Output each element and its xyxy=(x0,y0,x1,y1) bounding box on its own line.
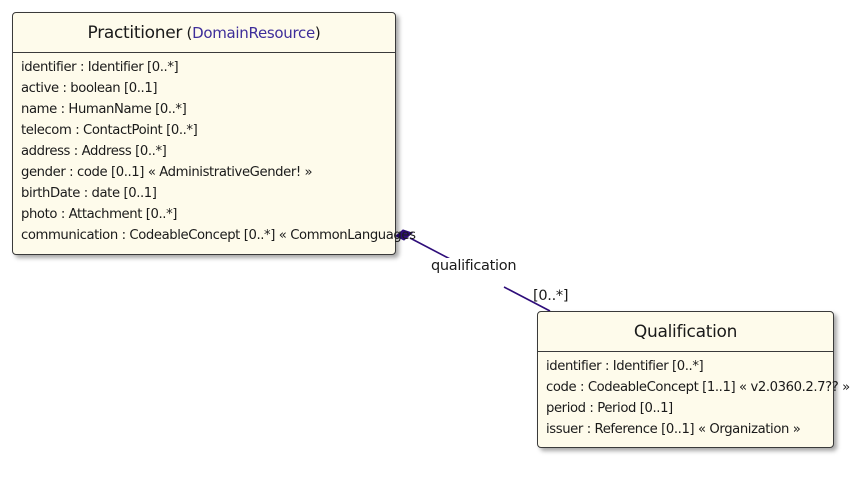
association-name-label: qualification xyxy=(430,258,518,274)
attribute-issuer[interactable]: issuer : Reference [0..1] « Organization… xyxy=(546,422,801,437)
attribute-active[interactable]: active : boolean [0..1] xyxy=(21,81,158,96)
qualification-attributes: identifier : Identifier [0..*] code : Co… xyxy=(538,352,850,440)
qualification-class-name[interactable]: Qualification xyxy=(633,322,738,342)
attribute-gender[interactable]: gender : code [0..1] « AdministrativeGen… xyxy=(21,165,313,180)
stereotype-close-paren: ) xyxy=(314,24,321,42)
stereotype-open-paren: ( xyxy=(182,24,193,42)
attribute-name[interactable]: name : HumanName [0..*] xyxy=(21,102,187,117)
attribute-period[interactable]: period : Period [0..1] xyxy=(546,401,673,416)
attribute-photo[interactable]: photo : Attachment [0..*] xyxy=(21,207,178,222)
practitioner-stereotype: (DomainResource) xyxy=(182,24,321,42)
attribute-telecom[interactable]: telecom : ContactPoint [0..*] xyxy=(21,123,198,138)
attribute-identifier[interactable]: identifier : Identifier [0..*] xyxy=(546,359,704,374)
qualification-class-header: Qualification xyxy=(538,312,833,352)
attribute-code[interactable]: code : CodeableConcept [1..1] « v2.0360.… xyxy=(546,380,850,395)
practitioner-attributes: identifier : Identifier [0..*] active : … xyxy=(13,53,416,246)
qualification-class-box[interactable]: Qualification identifier : Identifier [0… xyxy=(537,311,850,448)
domain-resource-link[interactable]: DomainResource xyxy=(192,24,315,42)
attribute-identifier[interactable]: identifier : Identifier [0..*] xyxy=(21,60,179,75)
practitioner-class-name[interactable]: Practitioner xyxy=(87,23,183,43)
attribute-communication[interactable]: communication : CodeableConcept [0..*] «… xyxy=(21,228,416,243)
association-cardinality-label: [0..*] xyxy=(533,288,569,304)
practitioner-class-header: Practitioner (DomainResource) xyxy=(13,13,395,53)
association-line-upper xyxy=(409,237,453,261)
attribute-birthdate[interactable]: birthDate : date [0..1] xyxy=(21,186,157,201)
attribute-address[interactable]: address : Address [0..*] xyxy=(21,144,167,159)
practitioner-class-box[interactable]: Practitioner (DomainResource) identifier… xyxy=(12,12,416,255)
